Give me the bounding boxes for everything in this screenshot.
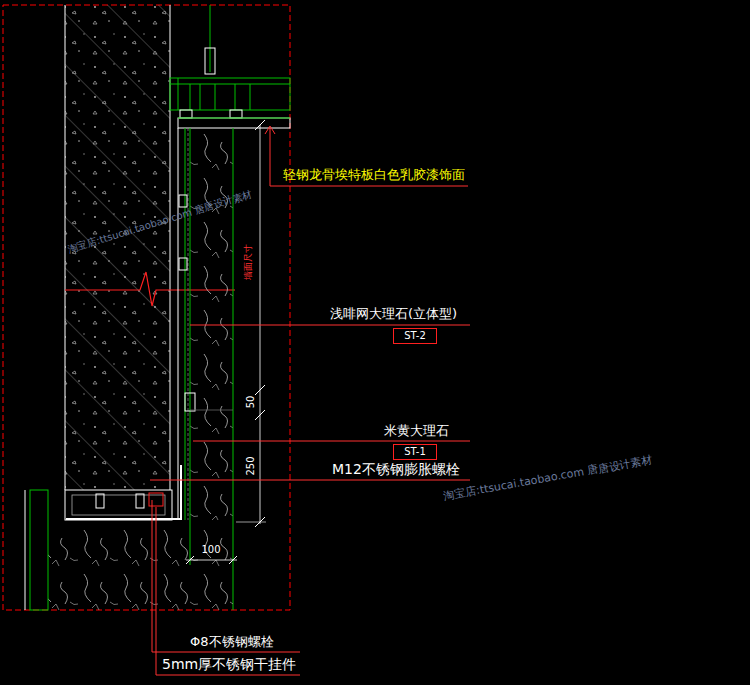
material-note: 浅啡网大理石(立体型) xyxy=(330,306,457,322)
material-note: 米黄大理石 xyxy=(384,423,449,439)
dimension-note: 墙面尺寸 xyxy=(243,244,254,280)
dimension-value: 250 xyxy=(245,456,257,475)
material-note: Φ8不锈钢螺栓 xyxy=(190,634,274,650)
material-code: ST-2 xyxy=(394,329,436,342)
material-note: 轻钢龙骨埃特板白色乳胶漆饰面 xyxy=(283,167,465,183)
material-code: ST-1 xyxy=(394,445,436,458)
material-tag-box: ST-1 xyxy=(393,444,437,460)
dimension-value: 100 xyxy=(201,544,220,556)
material-note: 5mm厚不锈钢干挂件 xyxy=(162,656,296,673)
watermark: 淘宝店:ttsucai.taobao.com 唐唐设计素材 xyxy=(443,453,654,503)
dimension-value: 50 xyxy=(245,396,257,409)
material-note: M12不锈钢膨胀螺栓 xyxy=(332,461,460,478)
material-tag-box: ST-2 xyxy=(393,328,437,344)
